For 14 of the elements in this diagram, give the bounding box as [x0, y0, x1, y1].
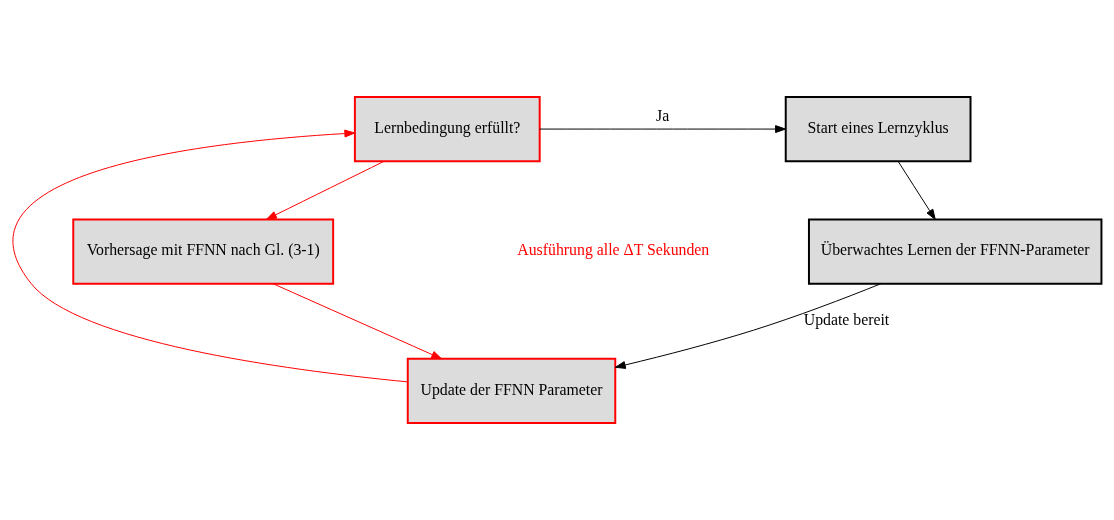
arrow	[897, 160, 936, 220]
node-box: Update der FFNN Parameter	[406, 357, 617, 425]
arrow	[272, 283, 443, 360]
label: Ausführung alle ΔT Sekunden	[517, 241, 710, 259]
arrow	[266, 160, 385, 220]
edge-label: Update bereit	[803, 311, 890, 329]
node-box: Lernbedingung erfüllt?	[353, 95, 541, 163]
node-box: Start eines Lernzyklus	[784, 95, 972, 163]
arrow	[539, 125, 786, 134]
arrow	[614, 283, 882, 369]
edge-label: Ja	[656, 106, 670, 124]
node-box: Überwachtes Lernen der FFNN-Parameter	[807, 218, 1103, 285]
node-box: Vorhersage mit FFNN nach Gl. (3-1)	[72, 218, 335, 285]
arrow	[12, 129, 409, 383]
